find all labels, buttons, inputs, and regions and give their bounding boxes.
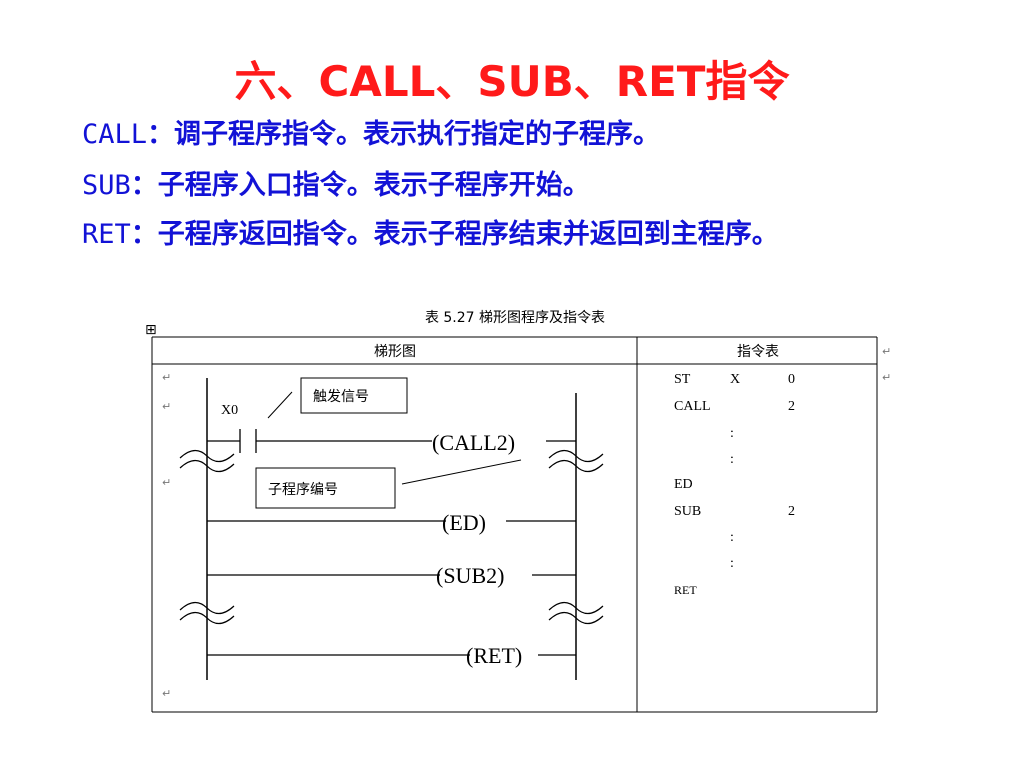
break-symbol-right-bottom: [548, 601, 604, 625]
coil-sub2: (SUB2): [436, 563, 504, 588]
table-frame: [151, 336, 878, 713]
break-symbol-left-top: [179, 449, 235, 473]
desc-ret-text: 子程序返回指令。表示子程序结束并返回到主程序。: [157, 219, 779, 250]
return-mark: ↵: [162, 476, 171, 489]
instr-arg2: 2: [788, 504, 795, 519]
desc-sub: SUB：子程序入口指令。表示子程序开始。: [82, 163, 590, 202]
break-symbol-left-bottom: [179, 601, 235, 625]
instr-op: RET: [674, 583, 697, 597]
desc-ret-sep: ：: [130, 219, 158, 250]
return-mark: ↵: [162, 371, 171, 384]
callout-trigger: 触发信号: [313, 389, 369, 405]
desc-ret: RET：子程序返回指令。表示子程序结束并返回到主程序。: [82, 212, 779, 251]
desc-ret-key: RET: [82, 219, 131, 250]
desc-call-key: CALL: [82, 119, 148, 150]
callout-subno-box: [255, 467, 396, 509]
return-mark: ↵: [882, 371, 891, 384]
table-anchor-marker: ⊞: [145, 322, 157, 338]
rung-call: [207, 429, 576, 453]
break-symbol-right-top: [548, 449, 604, 473]
instr-arg2: 2: [788, 399, 795, 414]
callout-subno: 子程序编号: [268, 482, 338, 498]
callout-trigger-leader: [267, 391, 293, 419]
return-marks: ↵ ↵ ↵ ↵ ↵ ↵: [162, 345, 891, 700]
instr-arg1: :: [730, 452, 734, 467]
instr-arg1: :: [730, 556, 734, 571]
slide-title: 六、CALL、SUB、RET指令: [234, 57, 790, 106]
header-ladder: 梯形图: [374, 344, 416, 360]
table-caption: 表 5.27 梯形图程序及指令表: [425, 310, 605, 326]
instr-arg1: X: [730, 372, 740, 387]
desc-call-sep: ：: [147, 119, 175, 150]
instr-op: ED: [674, 477, 693, 492]
contact-label: X0: [221, 403, 238, 418]
callout-subno-leader: [401, 459, 522, 485]
desc-sub-key: SUB: [82, 170, 131, 201]
return-mark: ↵: [162, 400, 171, 413]
instr-op: CALL: [674, 399, 711, 414]
instr-arg1: :: [730, 426, 734, 441]
instr-arg1: :: [730, 530, 734, 545]
instr-op: SUB: [674, 504, 701, 519]
callout-trigger-box: [300, 377, 408, 414]
header-instr: 指令表: [737, 344, 779, 360]
desc-sub-text: 子程序入口指令。表示子程序开始。: [157, 170, 590, 201]
instr-arg2: 0: [788, 372, 795, 387]
return-mark: ↵: [162, 687, 171, 700]
desc-call-text: 调子程序指令。表示执行指定的子程序。: [174, 119, 661, 150]
coil-ed: (ED): [442, 510, 486, 535]
power-rails: [206, 378, 577, 680]
desc-sub-sep: ：: [130, 170, 158, 201]
coil-ret: (RET): [466, 643, 522, 668]
desc-call: CALL：调子程序指令。表示执行指定的子程序。: [82, 112, 660, 151]
instr-op: ST: [674, 372, 691, 387]
coil-call2: (CALL2): [432, 430, 515, 455]
return-mark: ↵: [882, 345, 891, 358]
